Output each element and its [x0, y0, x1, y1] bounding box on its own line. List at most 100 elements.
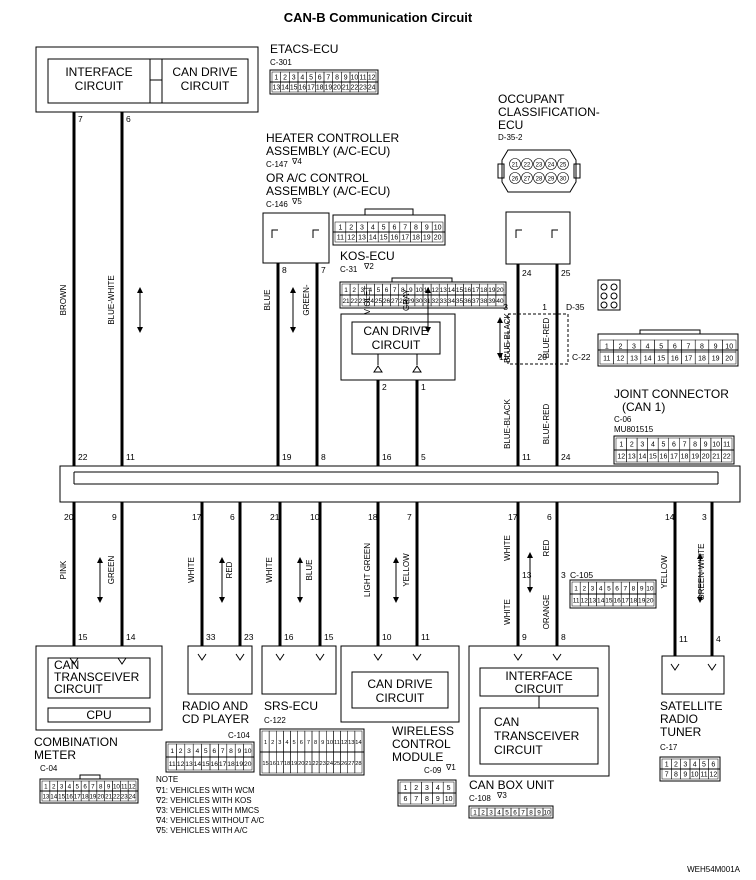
- connector-pin-number: 9: [238, 748, 242, 755]
- connector-pin-number: 5: [204, 748, 208, 755]
- pin-terminal-mark: [552, 653, 562, 661]
- connector-pin-number: 1: [344, 287, 348, 294]
- connector-pin-number: 2: [52, 784, 56, 791]
- connector-pin: [557, 158, 569, 170]
- note-item-5: ∇5: VEHICLES WITH A/C: [155, 826, 248, 835]
- connector-pin-number: 37: [472, 298, 480, 305]
- connector-pin-number: 6: [83, 784, 87, 791]
- connector-pin-number: 5: [76, 784, 80, 791]
- joint-connector-code: C-06: [614, 415, 632, 424]
- canbox-transceiver-label-3: CIRCUIT: [494, 743, 543, 757]
- connector-pin-number: 9: [107, 784, 111, 791]
- pin-number: 3: [503, 302, 508, 312]
- connector-pin-number: 7: [521, 810, 525, 817]
- connector-pin-number: 9: [640, 586, 644, 593]
- connector-pin-number: 19: [423, 235, 431, 242]
- connector-pin-number: 2: [481, 810, 485, 817]
- connector-pin-number: 28: [536, 177, 543, 183]
- radio-label-2: CD PLAYER: [182, 712, 249, 726]
- occupant-label-2: CLASSIFICATION-: [498, 105, 600, 119]
- connector-pin-number: 23: [359, 85, 367, 92]
- connector-pin-number: 18: [284, 761, 290, 767]
- connector-pin-number: 15: [290, 85, 298, 92]
- connector-pin-number: 2: [582, 586, 586, 593]
- connector-pin-number: 13: [440, 287, 448, 294]
- pin-number: 6: [547, 512, 552, 522]
- heater-label-1: HEATER CONTROLLER: [266, 131, 399, 145]
- connector-cell: [495, 294, 505, 307]
- connector-pin-number: 20: [333, 85, 341, 92]
- connector-pin-number: 8: [632, 586, 636, 593]
- connector-pin-number: 8: [314, 740, 317, 746]
- connector-pin-number: 9: [704, 442, 708, 449]
- canbox-transceiver-label-2: TRANSCEIVER: [494, 729, 580, 743]
- connector-pin-number: 11: [573, 598, 580, 605]
- wire-color-label: WHITE: [503, 535, 512, 561]
- connector-pin-number: 19: [324, 85, 332, 92]
- connector-pin-number: 8: [674, 772, 678, 779]
- canbox-interface-label-2: CIRCUIT: [515, 682, 564, 696]
- connector-pin-number: 13: [628, 454, 636, 461]
- pin-number: 10: [310, 512, 320, 522]
- wire-color-label: GREEN: [107, 556, 116, 585]
- pin-number: C-22: [572, 352, 591, 362]
- heater-mark-1: ∇4: [291, 157, 302, 166]
- connector-pin-number: 9: [344, 75, 348, 82]
- wire-color-label: WHITE: [187, 557, 196, 583]
- connector-pin: [533, 158, 545, 170]
- connector-pin-number: 15: [605, 598, 613, 605]
- connector-pin-number: 24: [548, 163, 555, 169]
- satellite-label-2: RADIO: [660, 712, 698, 726]
- connector-pin-number: 34: [448, 298, 456, 305]
- pin-number: 15: [324, 632, 334, 642]
- connector-pin-number: 6: [392, 225, 396, 232]
- satellite-connector: C-17: [660, 743, 678, 752]
- connector-pin-number: 6: [403, 796, 407, 803]
- connector-pin-number: 2: [618, 344, 622, 351]
- note-item-4: ∇4: VEHICLES WITHOUT A/C: [155, 816, 265, 825]
- connector-pin-number: 5: [662, 442, 666, 449]
- etacs-can-drive-label-1: CAN DRIVE: [172, 65, 237, 79]
- can-box-unit: INTERFACE CIRCUIT CAN TRANSCEIVER CIRCUI…: [468, 645, 610, 819]
- connector-pin-number: 11: [359, 75, 366, 82]
- pin-number: 23: [244, 632, 254, 642]
- connector-pin-number: 4: [68, 784, 72, 791]
- canbox-transceiver-label-1: CAN: [494, 715, 519, 729]
- connector-pin-number: 13: [358, 235, 366, 242]
- pin-terminal-mark: [412, 653, 422, 661]
- connector-pin-number: 2: [271, 740, 274, 746]
- connector-pin-number: 13: [185, 761, 193, 768]
- wire-color-label: RED: [542, 539, 551, 556]
- connector-pin-number: 16: [660, 454, 668, 461]
- wire-color-label: ORANGE: [542, 595, 551, 630]
- connector-pin-number: 18: [698, 356, 706, 363]
- etacs-connector: C-301: [270, 58, 292, 67]
- connector-pin-number: 16: [298, 85, 306, 92]
- pin-number: 4: [716, 634, 721, 644]
- connector-pin-number: 1: [605, 344, 609, 351]
- connector-pin-number: 9: [321, 740, 324, 746]
- meter-connector: C-04: [40, 764, 58, 773]
- connector-pin-number: 4: [646, 344, 650, 351]
- connector-pin-number: 5: [659, 344, 663, 351]
- connector-cell: [431, 231, 444, 243]
- connector-pin-number: 26: [383, 298, 391, 305]
- satellite-label-3: TUNER: [660, 725, 702, 739]
- connector-pin-number: 15: [380, 235, 388, 242]
- wireless-control-module: CAN DRIVE CIRCUIT WIRELESS CONTROL MODUL…: [340, 645, 460, 807]
- pin-number: 11: [499, 352, 508, 362]
- connector-pin-number: 21: [342, 85, 350, 92]
- connector-pin-number: 1: [665, 762, 669, 769]
- connector-cell: [354, 751, 363, 774]
- connector-pin: [521, 172, 533, 184]
- connector-pin-number: 25: [560, 163, 567, 169]
- connector-pin-number: 16: [464, 287, 472, 294]
- connector-pin-number: 24: [367, 298, 375, 305]
- joint-connector-bus: [59, 465, 741, 503]
- heater-mark-2: ∇5: [291, 197, 302, 206]
- connector-pin-number: 30: [415, 298, 423, 305]
